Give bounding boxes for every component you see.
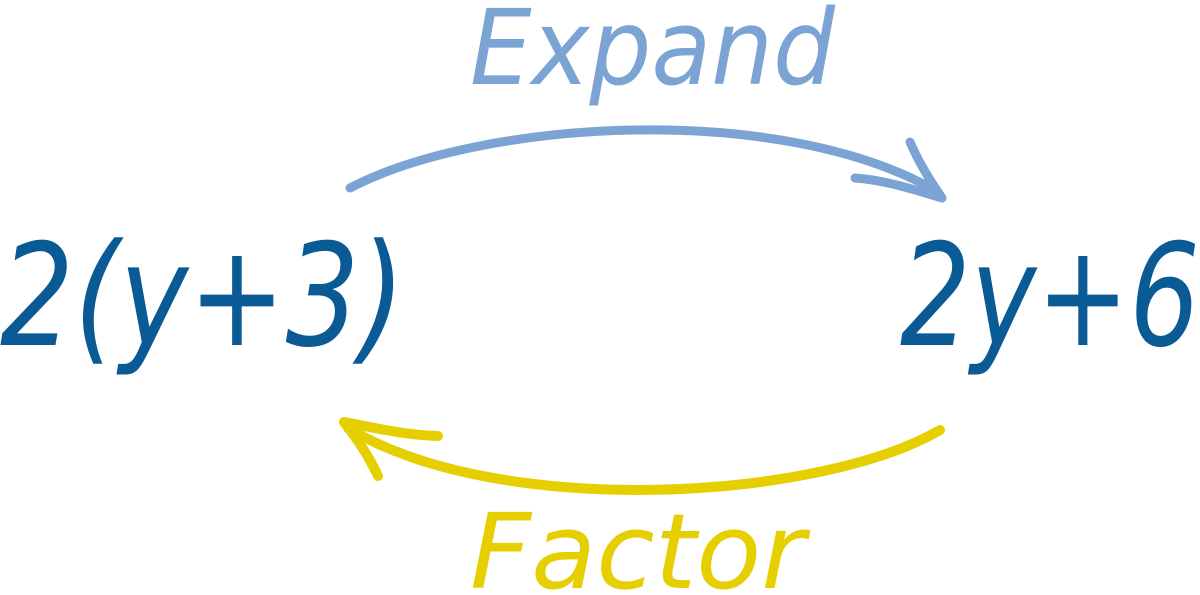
expand-arrowhead-icon: [850, 137, 947, 203]
right-expression: 2y+6: [900, 214, 1200, 379]
factor-label: Factor: [470, 491, 811, 595]
factor-arrowhead-icon: [339, 417, 443, 481]
left-expression: 2(y+3): [0, 214, 405, 379]
expand-arrow: [345, 125, 947, 203]
expand-label: Expand: [470, 0, 836, 109]
expand-arrow-arc: [345, 125, 943, 197]
factor-arrow-arc: [343, 423, 945, 495]
factor-arrow: [339, 417, 945, 495]
